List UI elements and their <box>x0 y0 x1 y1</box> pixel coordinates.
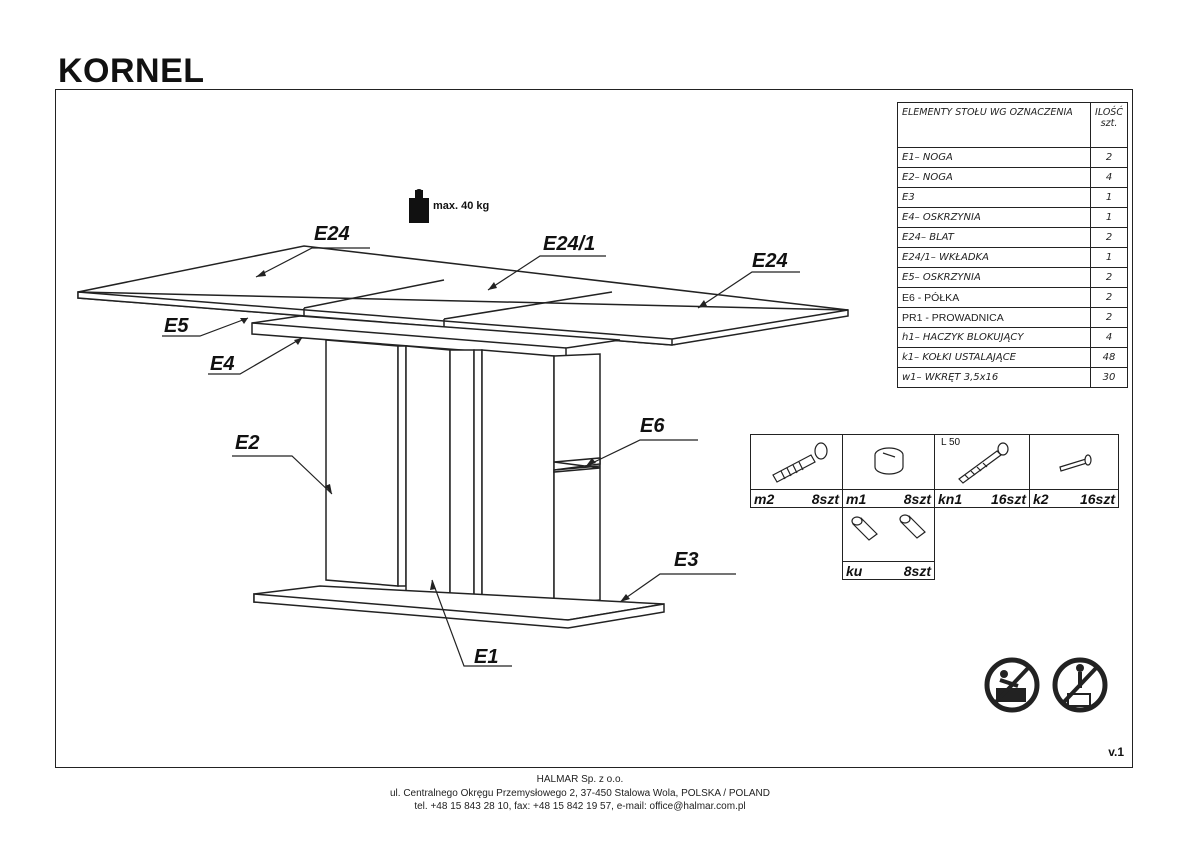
label-e24-mid: E24/1 <box>543 233 595 255</box>
parts-header-qty: ILOŚĆ szt. <box>1090 102 1128 148</box>
version-label: v.1 <box>1108 745 1124 759</box>
dowel-pin-icon <box>1059 454 1092 472</box>
parts-table: ELEMENTY STOŁU WG OZNACZENIA ILOŚĆ szt. … <box>897 102 1128 388</box>
weight-limit: max. 40 kg <box>433 200 489 212</box>
footer-address: ul. Centralnego Okręgu Przemysłowego 2, … <box>389 787 770 799</box>
drawing-frame <box>55 89 1133 768</box>
cam-bolt-icon <box>772 442 828 483</box>
label-e24-left: E24 <box>314 223 350 245</box>
footer-company: HALMAR Sp. z o.o. <box>536 774 624 785</box>
no-climbing-icon <box>1052 657 1108 713</box>
label-e2: E2 <box>235 432 259 454</box>
cam-lock-icon <box>874 447 904 475</box>
cap-icon <box>851 514 926 541</box>
leg-e2-left <box>325 339 399 587</box>
no-standing-icon <box>984 657 1040 713</box>
kn1-length: L 50 <box>941 437 961 448</box>
footer: HALMAR Sp. z o.o. ul. Centralnego Okręgu… <box>0 773 1160 814</box>
leg-e2-right <box>481 349 555 607</box>
label-e5: E5 <box>164 315 189 337</box>
label-e24-right: E24 <box>752 250 788 272</box>
footer-contact: tel. +48 15 843 28 10, fax: +48 15 842 1… <box>414 801 746 812</box>
label-e4: E4 <box>210 353 234 375</box>
screw-icon <box>958 442 1009 484</box>
weight-icon <box>409 189 429 223</box>
label-e3: E3 <box>674 549 698 571</box>
label-e6: E6 <box>640 415 665 437</box>
document-title: KORNEL <box>58 52 205 90</box>
leg-e1-center <box>405 345 451 599</box>
label-e1: E1 <box>474 646 498 668</box>
parts-header-name: ELEMENTY STOŁU WG OZNACZENIA <box>897 102 1091 148</box>
